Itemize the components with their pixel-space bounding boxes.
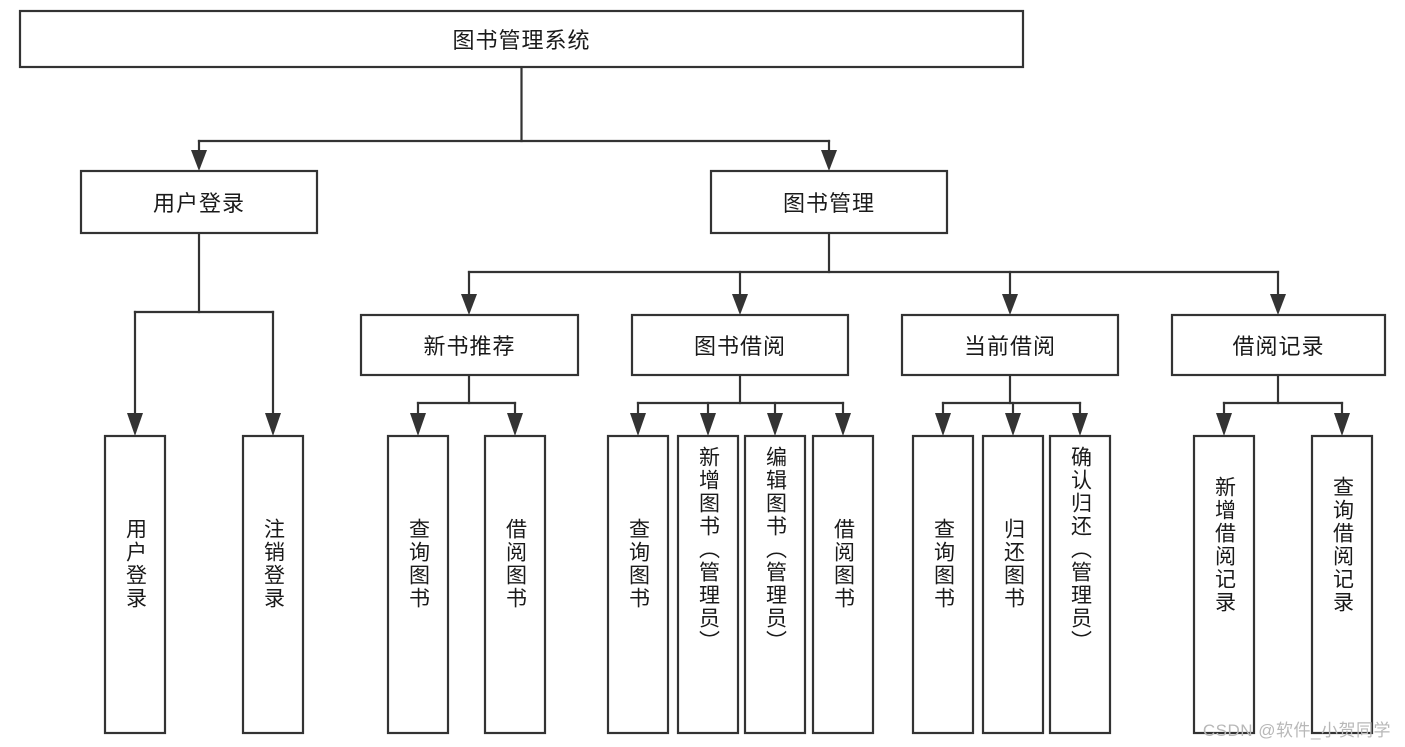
node-box-leaf-confirm-return[interactable] [1048,434,1112,735]
arrowhead-leaf-return-book [1005,413,1021,436]
arrowhead-leaf-edit-book [767,413,783,436]
arrowhead-book-borrow [732,294,748,315]
node-box-current-borrow[interactable] [900,313,1120,377]
arrowhead-leaf-query-record [1334,413,1350,436]
node-box-borrow-record[interactable] [1170,313,1387,377]
node-box-root[interactable] [18,9,1025,69]
node-box-leaf-borrow-book[interactable] [811,434,875,735]
arrowhead-borrow-record [1270,294,1286,315]
node-box-leaf-add-record[interactable] [1192,434,1256,735]
node-box-new-book-rec[interactable] [359,313,580,377]
node-box-leaf-user-login[interactable] [103,434,167,735]
arrowhead-leaf-query-book-borrow [630,413,646,436]
arrowhead-leaf-borrow-book-new [507,413,523,436]
node-box-user-login[interactable] [79,169,319,235]
arrowhead-leaf-query-book-new [410,413,426,436]
arrowhead-leaf-borrow-book [835,413,851,436]
node-box-leaf-edit-book[interactable] [743,434,807,735]
arrowhead-leaf-confirm-return [1072,413,1088,436]
arrowhead-leaf-logout [265,413,281,436]
arrowhead-leaf-query-book-current [935,413,951,436]
arrowhead-current-borrow [1002,294,1018,315]
watermark-text: CSDN @软件_小贺同学 [1202,721,1391,740]
arrowhead-leaf-add-book [700,413,716,436]
node-box-leaf-query-record[interactable] [1310,434,1374,735]
node-box-leaf-query-book-borrow[interactable] [606,434,670,735]
node-box-leaf-query-book-new[interactable] [386,434,450,735]
node-box-book-borrow[interactable] [630,313,850,377]
node-box-book-manage[interactable] [709,169,949,235]
node-box-leaf-logout[interactable] [241,434,305,735]
node-box-leaf-add-book[interactable] [676,434,740,735]
node-box-leaf-borrow-book-new[interactable] [483,434,547,735]
arrowhead-leaf-user-login [127,413,143,436]
arrowhead-book-manage [821,150,837,171]
connector-layer [127,65,1350,436]
arrowhead-leaf-add-record [1216,413,1232,436]
arrowhead-user-login [191,150,207,171]
arrowhead-new-book-rec [461,294,477,315]
node-box-layer [18,9,1387,735]
node-box-leaf-query-book-current[interactable] [911,434,975,735]
node-box-leaf-return-book[interactable] [981,434,1045,735]
